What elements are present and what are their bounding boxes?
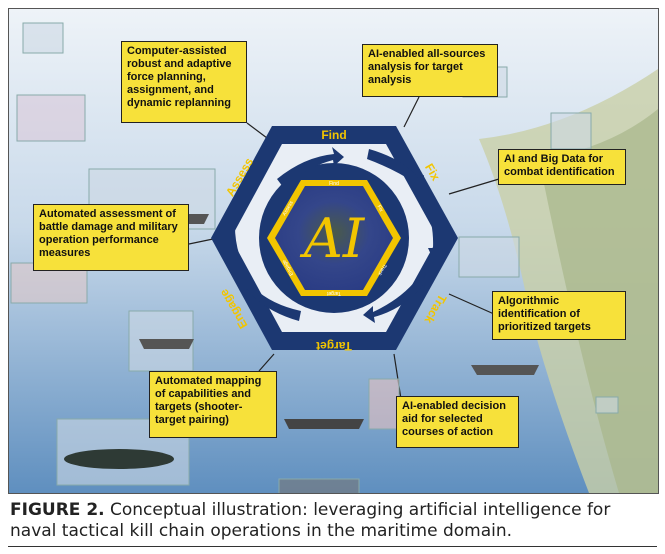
kill-chain-figure: AI Find Fix Track Target Engage Assess F…	[8, 8, 659, 494]
inner-stage-find: Find	[329, 181, 339, 187]
cycle-arrows	[225, 147, 443, 323]
diagram-graphic: AI Find Fix Track Target Engage Assess F…	[9, 9, 658, 493]
stage-find: Find	[321, 128, 346, 142]
caption-label: FIGURE 2.	[10, 500, 105, 520]
ai-center-label: AI	[299, 207, 366, 270]
callout-battle-damage: Automated assessment of battle damage an…	[33, 204, 189, 271]
callout-decision-aid: AI-enabled decision aid for selected cou…	[396, 396, 519, 448]
callout-shooter-target-pairing: Automated mapping of capabilities and ta…	[149, 371, 277, 438]
inner-stage-track: Track	[376, 263, 388, 277]
callout-all-sources-analysis: AI-enabled all-sources analysis for targ…	[362, 44, 498, 97]
callout-combat-identification: AI and Big Data for combat identificatio…	[498, 149, 626, 185]
figure-caption: FIGURE 2. Conceptual illustration: lever…	[10, 500, 655, 542]
callout-force-planning: Computer-assisted robust and adaptive fo…	[121, 41, 247, 123]
caption-text: Conceptual illustration: leveraging arti…	[10, 500, 611, 541]
inner-stage-fix: Fix	[376, 204, 385, 213]
inner-stage-target: Target	[326, 290, 341, 296]
caption-rule	[8, 546, 657, 547]
callout-prioritized-targets: Algorithmic identification of prioritize…	[492, 291, 626, 340]
stage-target: Target	[316, 339, 352, 353]
